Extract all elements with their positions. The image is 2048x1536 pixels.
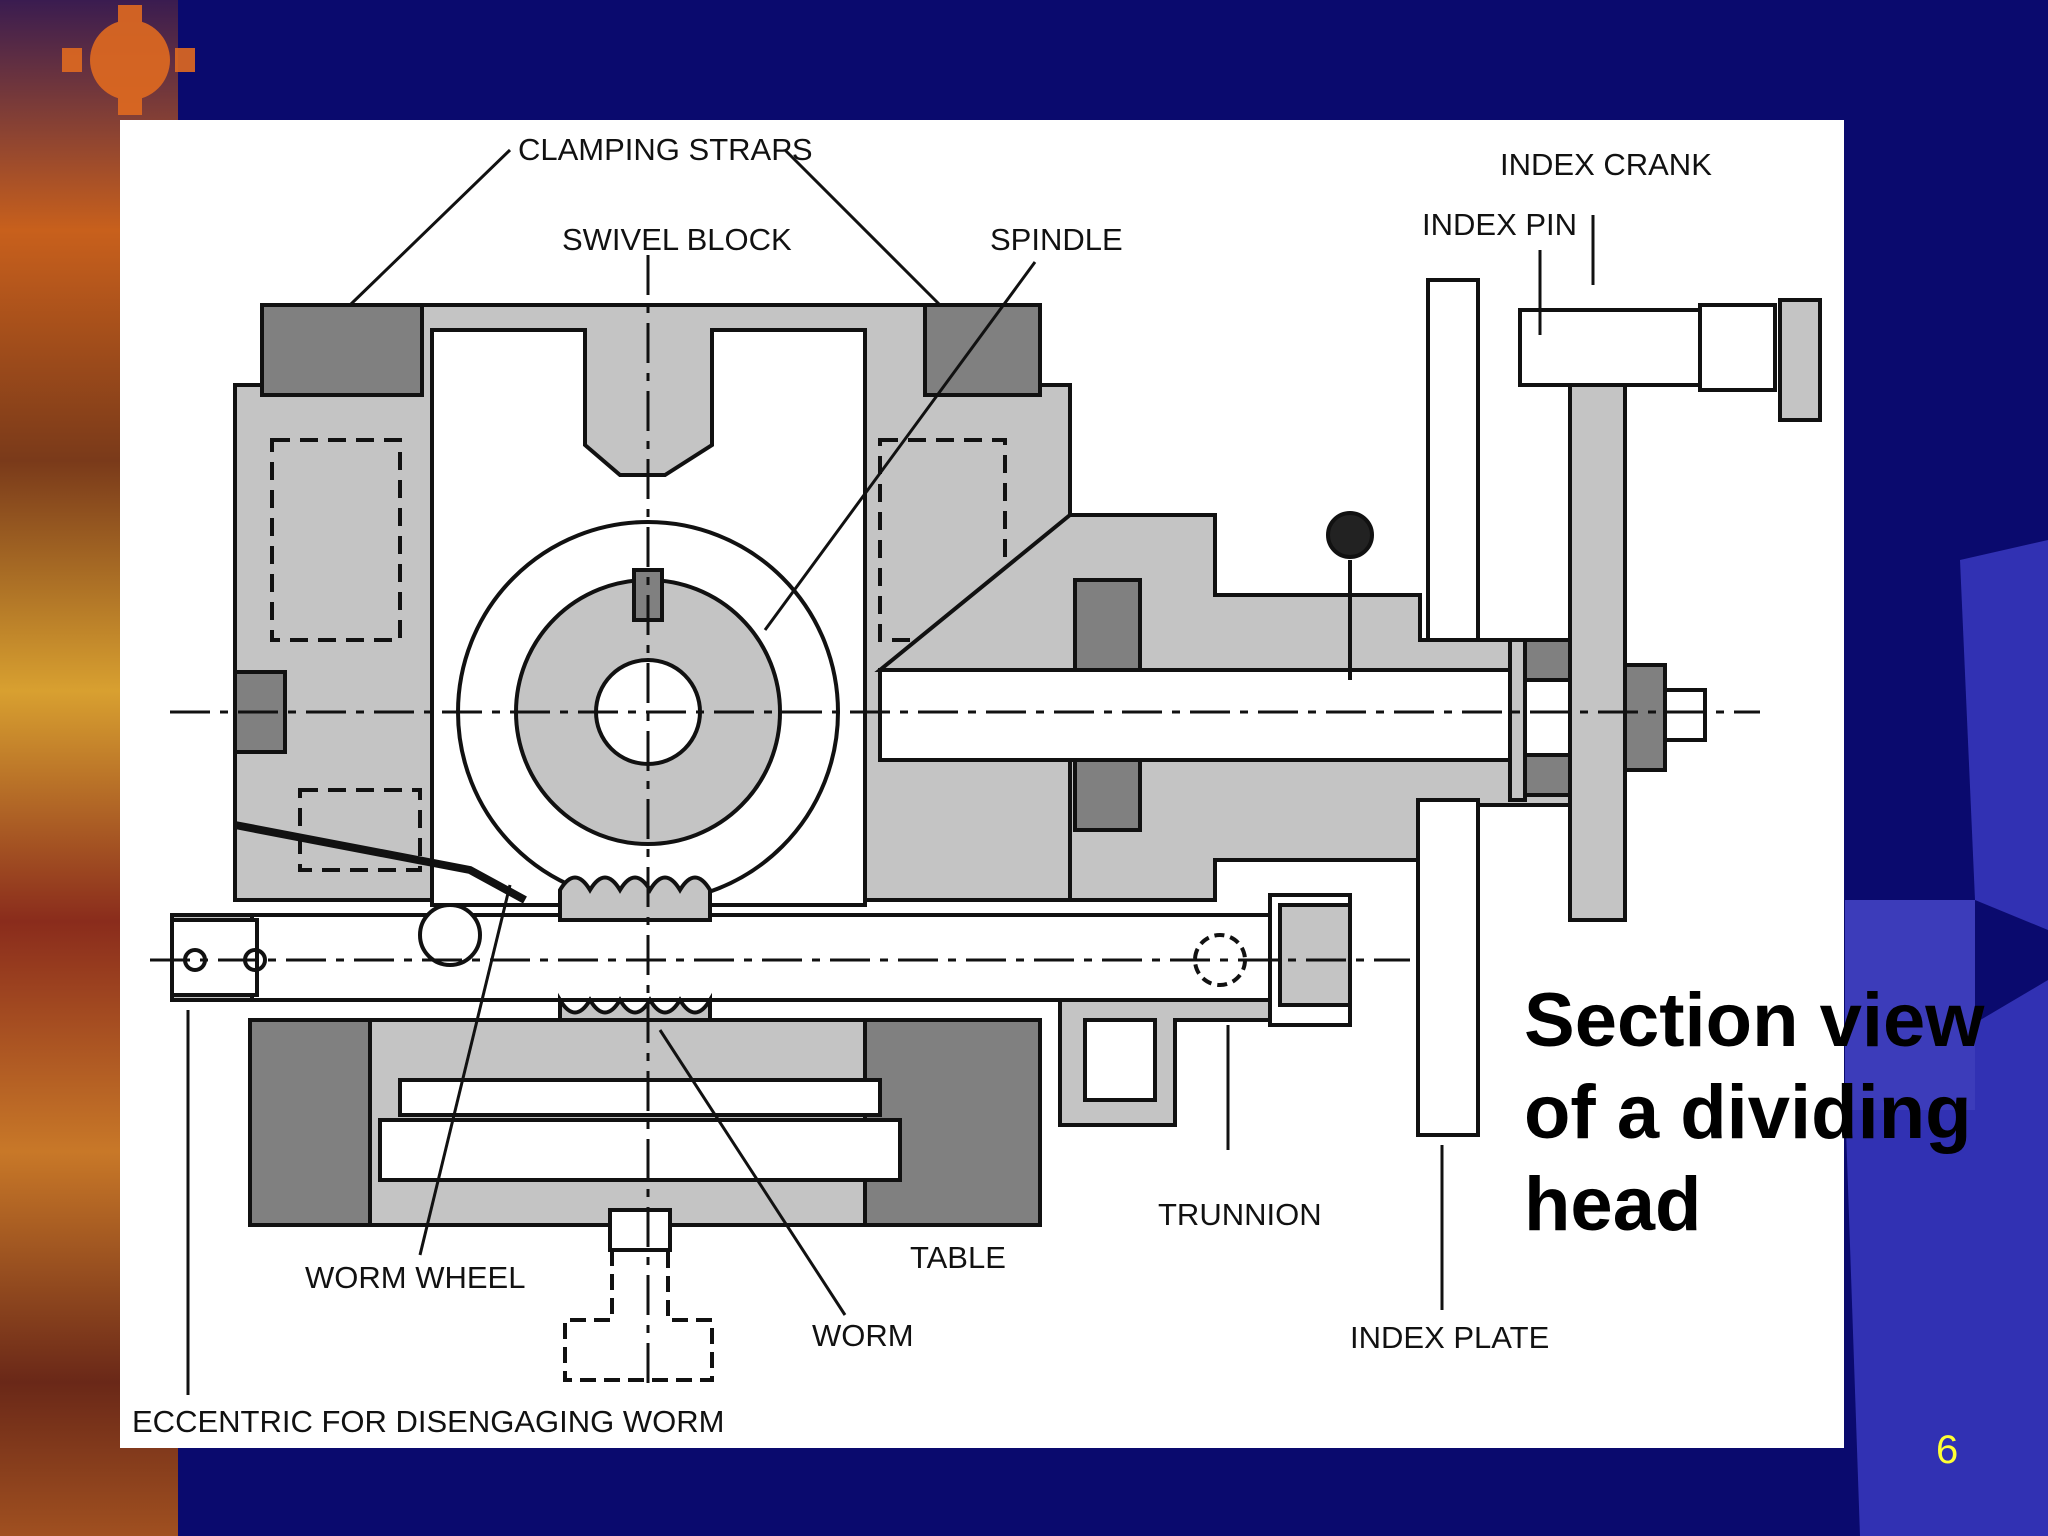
spindle-shaft <box>878 668 1582 762</box>
label-worm: WORM <box>812 1318 914 1353</box>
clamping-strap-right <box>923 303 1042 397</box>
slide-title-line-2: of a dividing <box>1524 1070 1972 1155</box>
label-worm-wheel: WORM WHEEL <box>305 1260 525 1295</box>
slide-title: Section view of a dividing head <box>1524 975 2024 1251</box>
background-gear-shapes <box>1845 540 2048 1536</box>
gear-decoration-icon <box>62 5 195 115</box>
slide-title-line-1: Section view <box>1524 978 1985 1063</box>
label-clamping-straps: CLAMPING STRAPS <box>518 132 813 167</box>
worm <box>558 875 712 922</box>
label-index-pin: INDEX PIN <box>1422 207 1577 242</box>
dividing-head-diagram: CLAMPING STRAPS SWIVEL BLOCK SPINDLE IND… <box>120 120 1844 1448</box>
label-spindle: SPINDLE <box>990 222 1123 257</box>
worm-shaft <box>170 913 1324 1002</box>
label-table: TABLE <box>910 1240 1006 1275</box>
label-index-plate: INDEX PLATE <box>1350 1320 1549 1355</box>
index-crank <box>1568 383 1627 922</box>
index-plate <box>1426 278 1480 642</box>
slide-title-line-3: head <box>1524 1162 1702 1247</box>
table <box>398 1078 882 1117</box>
page-number: 6 <box>1936 1428 1959 1472</box>
clamping-strap-left <box>260 303 424 397</box>
label-eccentric: ECCENTRIC FOR DISENGAGING WORM <box>132 1404 724 1439</box>
label-trunnion: TRUNNION <box>1158 1197 1322 1232</box>
label-swivel-block: SWIVEL BLOCK <box>562 222 792 257</box>
label-index-crank: INDEX CRANK <box>1500 147 1712 182</box>
